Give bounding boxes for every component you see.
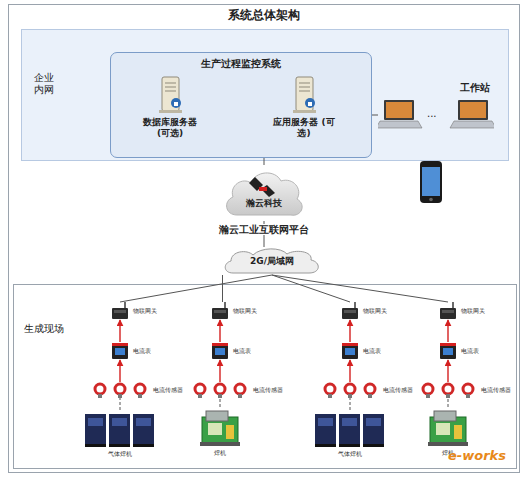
meter-icon [210, 342, 230, 360]
connector [349, 360, 350, 382]
connector [349, 320, 350, 342]
node-label: 电流表 [233, 347, 251, 354]
node-label: 物联网关 [363, 307, 387, 314]
node-label: 电流传感器 [383, 386, 413, 393]
ellipsis: ... [427, 108, 437, 119]
node-label: 工作站 [460, 82, 490, 94]
network-band: 数据库服务器 (可选) 应用服务器 (可选) 生产过程监控系统工作站 企业内网 [21, 29, 509, 161]
machine-icon: 焊机 [426, 407, 470, 447]
connector [120, 398, 121, 410]
watermark: e-works [448, 448, 506, 463]
node-label: 电流传感器 [153, 386, 183, 393]
node-label: 气体焊机 [320, 450, 380, 457]
meter-icon: 电流表 [110, 342, 130, 360]
node-label: 电流传感器 [253, 386, 283, 393]
connector [350, 398, 351, 410]
node-label: 物联网关 [233, 307, 257, 314]
connector [119, 360, 120, 382]
connector [222, 275, 223, 302]
connector [220, 398, 221, 407]
meter-icon: 电流表 [210, 342, 230, 360]
sensor-icons: 电流传感器 [320, 382, 380, 398]
node-label: 焊机 [190, 449, 250, 456]
meter-icon [110, 342, 130, 360]
network-cloud: 2G/局域网 [215, 247, 329, 275]
node-label: 企业内网 [34, 72, 56, 96]
gateway-icon [110, 302, 130, 320]
welder-icons [314, 410, 386, 448]
server-icon [155, 75, 185, 115]
node-sublabel: 瀚云工业互联网平台 [204, 224, 324, 235]
connector [219, 320, 220, 342]
platform-cloud [223, 165, 305, 221]
node-label: 瀚云科技 [223, 198, 305, 209]
connector [264, 158, 265, 165]
sensor-icons: 电流传感器 [90, 382, 150, 398]
server-icon: 数据库服务器 (可选) [155, 75, 185, 115]
node-label: 2G/局域网 [215, 247, 329, 275]
connector [272, 275, 448, 302]
gateway-icon: 物联网关 [438, 302, 458, 320]
meter-icon: 电流表 [340, 342, 360, 360]
node-label: 电流传感器 [481, 386, 511, 393]
meter-icon [340, 342, 360, 360]
platform-cloud: 瀚云科技瀚云工业互联网平台 [223, 165, 305, 221]
sensor-icons [418, 382, 478, 398]
node-label: 物联网关 [461, 307, 485, 314]
outer-frame: 数据库服务器 (可选) 应用服务器 (可选) 生产过程监控系统工作站 企业内网瀚云科技… [8, 4, 520, 473]
field-box: 物联网关电流表电流传感器气体焊机 物联网关电流表电流传感器焊机 物联网关电流表电流传… [13, 284, 517, 469]
gateway-icon: 物联网关 [340, 302, 360, 320]
welder-icons: 气体焊机 [84, 410, 156, 448]
connector [120, 275, 272, 302]
system-box: 数据库服务器 (可选) 应用服务器 (可选) 生产过程监控系统 [110, 52, 372, 158]
node-label: 系统总体架构 [9, 8, 519, 22]
mobile-phone [420, 161, 442, 203]
node-label: 数据库服务器 (可选) [137, 117, 203, 139]
gateway-icon [340, 302, 360, 320]
platform-name: 瀚云工业互联网平台 [217, 224, 311, 235]
connector [264, 221, 265, 247]
gateway-icon: 物联网关 [210, 302, 230, 320]
gateway-icon [210, 302, 230, 320]
welder-icons: 气体焊机 [314, 410, 386, 448]
sensor-icons [190, 382, 250, 398]
node-label: 气体焊机 [90, 450, 150, 457]
connector [372, 115, 378, 116]
server-icon: 应用服务器 (可选) [289, 75, 319, 115]
machine-icon [198, 407, 242, 447]
sensor-icons: 电流传感器 [418, 382, 478, 398]
welder-icons [84, 410, 156, 448]
gateway-icon [438, 302, 458, 320]
sensor-icons [320, 382, 380, 398]
node-label: 生成现场 [24, 323, 64, 335]
connector [272, 275, 350, 302]
machine-icon: 焊机 [198, 407, 242, 447]
connector [448, 398, 449, 407]
machine-icon [426, 407, 470, 447]
node-label: 应用服务器 (可选) [271, 117, 337, 139]
node-label: 电流表 [133, 347, 151, 354]
node-label: 物联网关 [133, 307, 157, 314]
connector [119, 320, 120, 342]
node-label: 电流表 [461, 347, 479, 354]
sensor-icons: 电流传感器 [190, 382, 250, 398]
node-label: 电流表 [363, 347, 381, 354]
sensor-icons [90, 382, 150, 398]
connector [219, 360, 220, 382]
gateway-icon: 物联网关 [110, 302, 130, 320]
connector [447, 360, 448, 382]
connector [447, 320, 448, 342]
node-label: 生产过程监控系统 [111, 58, 371, 70]
meter-icon: 电流表 [438, 342, 458, 360]
server-icon [289, 75, 319, 115]
meter-icon [438, 342, 458, 360]
